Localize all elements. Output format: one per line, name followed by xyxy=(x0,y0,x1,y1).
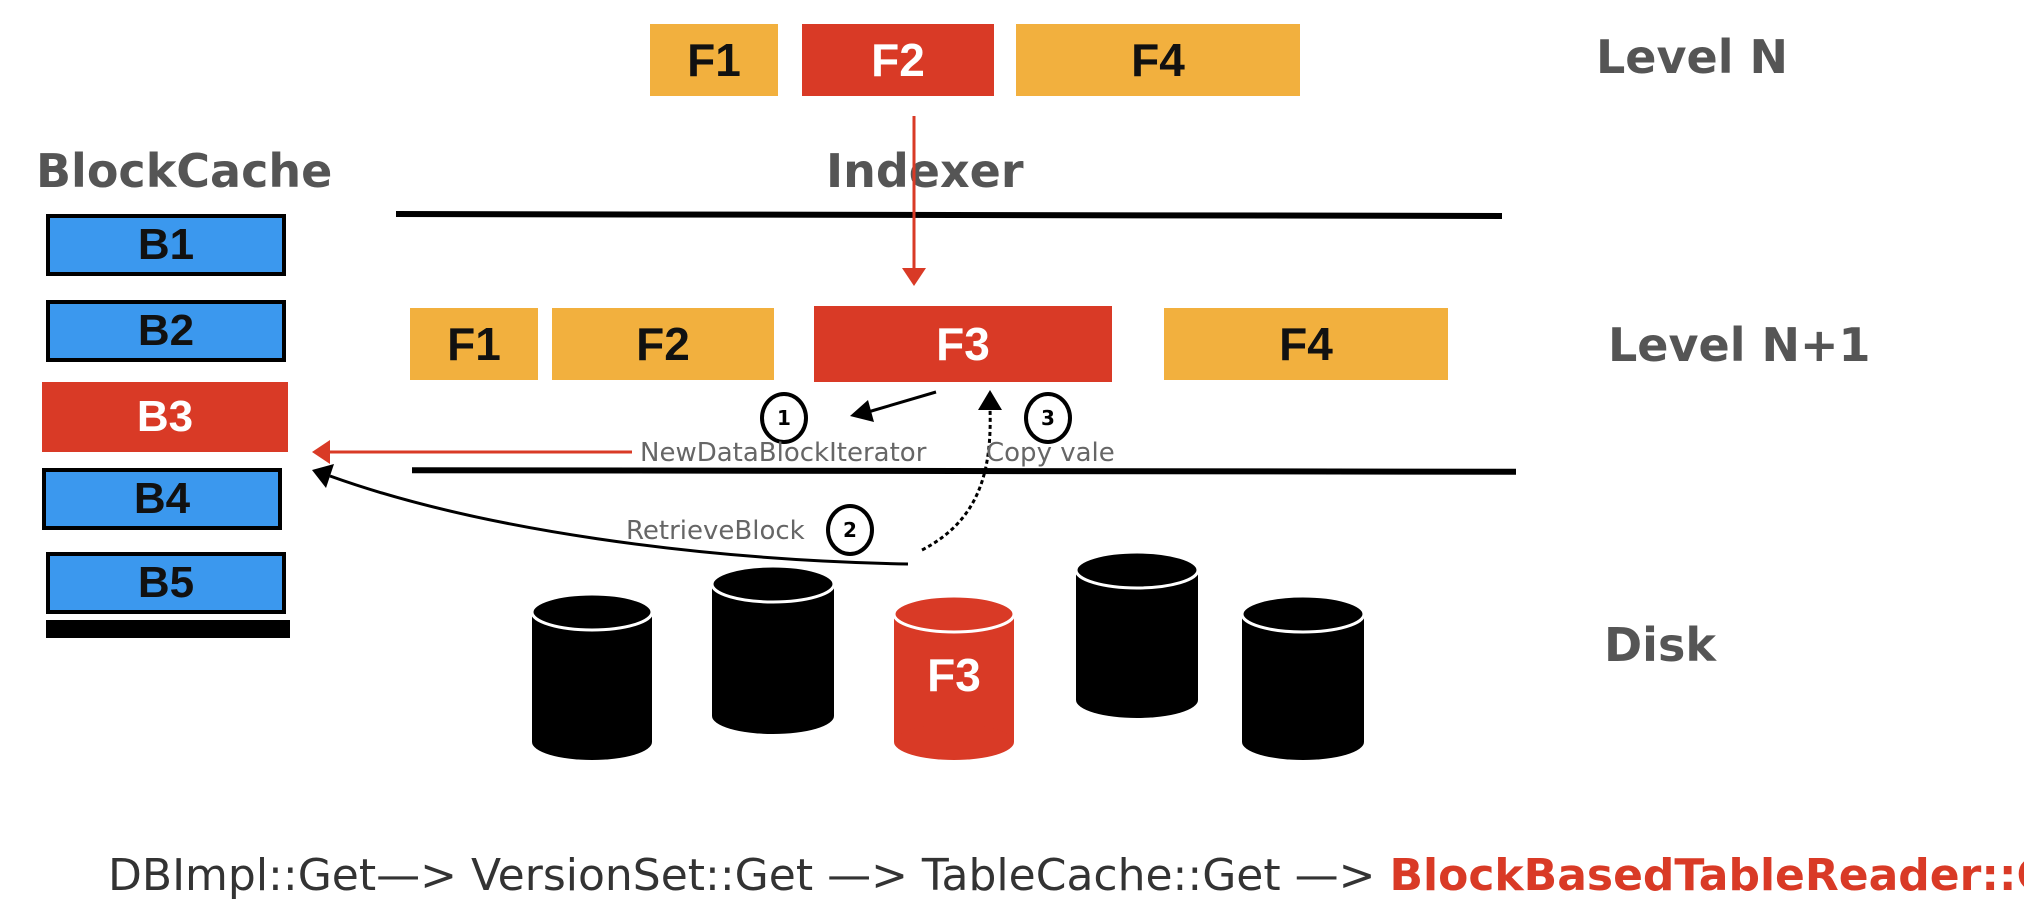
blockcache-stack-base xyxy=(46,620,290,638)
copy-arrow xyxy=(921,390,1002,552)
disk-cylinder-4 xyxy=(1074,550,1200,718)
block-b1: B1 xyxy=(46,214,286,276)
retrieve-arrow xyxy=(312,464,909,566)
block-b2: B2 xyxy=(46,300,286,362)
disk-cylinder-5 xyxy=(1240,594,1366,760)
level-n1-file-f1: F1 xyxy=(410,308,538,380)
new-iter-arrow xyxy=(312,440,632,464)
step1-arrow xyxy=(850,390,937,422)
indexer-label: Indexer xyxy=(826,144,1024,198)
block-b3: B3 xyxy=(42,382,288,452)
disk-cylinder-2 xyxy=(710,564,836,734)
level-n-file-f2: F2 xyxy=(802,24,994,96)
step-2-circle: 2 xyxy=(826,504,874,556)
indexer-arrow xyxy=(902,116,926,286)
disk-f3-label: F3 xyxy=(927,649,981,701)
new-iter-annotation: NewDataBlockIterator xyxy=(640,438,927,468)
call-chain-highlight: BlockBasedTableReader::Get xyxy=(1389,850,2024,901)
disk-cylinder-f3 xyxy=(892,594,1016,760)
disk-label: Disk xyxy=(1604,618,1716,672)
step-3-circle: 3 xyxy=(1024,392,1072,444)
level-n-label: Level N xyxy=(1596,30,1788,84)
copy-annotation: Copy vale xyxy=(986,438,1115,468)
call-chain: DBImpl::Get—> VersionSet::Get —> TableCa… xyxy=(108,850,2024,901)
call-chain-prefix: DBImpl::Get—> VersionSet::Get —> TableCa… xyxy=(108,850,1390,901)
disk-cylinder-1 xyxy=(530,592,654,760)
block-b5: B5 xyxy=(46,552,286,614)
block-b4: B4 xyxy=(42,468,282,530)
level-n1-file-f3: F3 xyxy=(814,306,1112,382)
level-n1-file-f4: F4 xyxy=(1164,308,1448,380)
level-n1-file-f2: F2 xyxy=(552,308,774,380)
level-n1-label: Level N+1 xyxy=(1608,318,1871,372)
step-1-circle: 1 xyxy=(760,392,808,444)
level-n-file-f1: F1 xyxy=(650,24,778,96)
blockcache-label: BlockCache xyxy=(36,144,333,198)
level-n-file-f4: F4 xyxy=(1016,24,1300,96)
retrieve-annotation: RetrieveBlock xyxy=(626,516,805,546)
